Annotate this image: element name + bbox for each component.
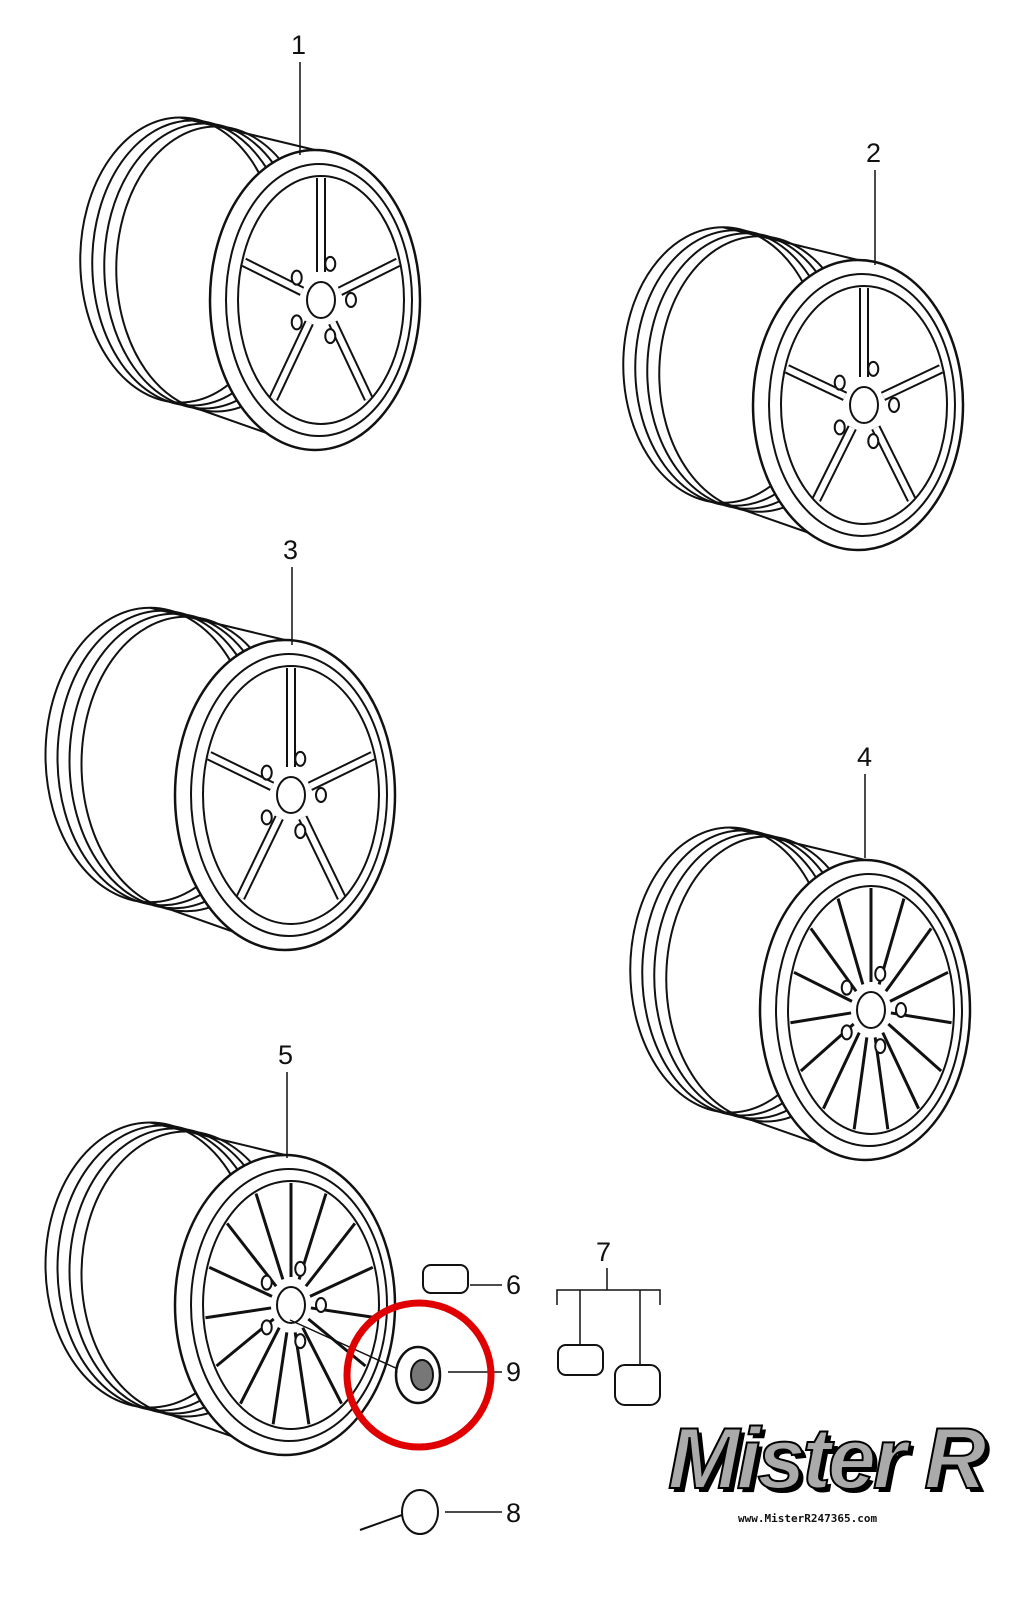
wheel-4-spoke (852, 1037, 869, 1130)
wheel-5-bolt-hole (315, 1297, 327, 1313)
wheel-1-rim (225, 163, 413, 437)
wheel-3-spoke (207, 753, 274, 790)
wheel-5-rim (202, 1180, 380, 1430)
wheel-2-bolt-hole (867, 360, 880, 377)
wheel-1-bolt-hole (290, 269, 303, 286)
wheel-2-bolt-hole (888, 397, 900, 413)
part-6-lug-bolt (422, 1264, 469, 1294)
wheel-4-barrel (729, 826, 866, 861)
wheel-3-rim (202, 665, 380, 925)
wheel-4-spoke (790, 1011, 852, 1025)
part-9-crest (410, 1359, 434, 1391)
wheel-5-bolt-hole (260, 1319, 273, 1336)
callout-9: 9 (506, 1357, 522, 1387)
wheel-1-barrel (179, 116, 316, 151)
wheel-3-bolt-hole (315, 787, 327, 803)
part-7-lock-key (614, 1364, 661, 1406)
wheel-5-spoke (307, 1317, 367, 1368)
wheel-1-spoke (330, 321, 372, 400)
wheel-3-spoke (308, 753, 375, 790)
wheel-5-rim (190, 1168, 388, 1442)
wheel-4-spoke (887, 1022, 943, 1073)
wheel-3-bolt-hole (294, 750, 307, 767)
wheel-3-bolt-hole (260, 764, 273, 781)
wheel-4-bolt-hole (895, 1002, 907, 1018)
wheel-5-barrel (149, 1121, 286, 1156)
callout-4: 4 (857, 742, 873, 772)
wheel-1-bolt-hole (290, 314, 303, 331)
wheel-5-bolt-hole (294, 1260, 307, 1277)
wheel-4-spoke (822, 1032, 861, 1110)
wheel-4-spoke (889, 970, 949, 1003)
wheel-2-bolt-hole (867, 433, 880, 450)
callout-8: 8 (506, 1498, 522, 1528)
part-8-valve-stem (359, 1514, 403, 1531)
wheel-3-rim (190, 653, 388, 937)
wheel-4-rim (787, 885, 955, 1135)
wheel-2-spoke (785, 366, 847, 400)
wheel-4-spoke (884, 927, 933, 993)
wheel-2-bolt-hole (833, 419, 846, 436)
wheel-5-spoke (309, 1265, 374, 1298)
wheel-2-spoke (813, 426, 855, 501)
wheel-3-spoke (237, 816, 282, 900)
wheel-2-bolt-hole (833, 374, 846, 391)
wheel-1-rim (237, 175, 405, 425)
leader-line (289, 1319, 401, 1371)
wheel-2-spoke (881, 366, 943, 400)
callout-3: 3 (283, 535, 299, 565)
wheel-4-rim (775, 873, 963, 1147)
wheel-1-bolt-hole (324, 328, 337, 345)
wheel-2-rim (768, 273, 956, 537)
callout-7: 7 (596, 1237, 612, 1267)
callout-2: 2 (866, 138, 882, 168)
wheel-5-spoke (304, 1222, 357, 1288)
wheel-2-hub (849, 386, 879, 424)
wheel-1-spoke (270, 321, 312, 400)
wheel-2-spoke (873, 426, 915, 501)
wheel-5-spoke (301, 1326, 343, 1405)
wheel-3-bolt-hole (294, 823, 307, 840)
watermark-logo: Mister R (667, 1410, 987, 1508)
wheel-2-barrel (722, 226, 859, 261)
wheel-5-spoke (208, 1265, 273, 1298)
wheel-5-bolt-hole (294, 1333, 307, 1350)
part-7-lock-bolt (557, 1344, 604, 1376)
wheel-1-bolt-hole (345, 292, 357, 308)
wheel-4-bolt-hole (874, 965, 887, 982)
watermark-url: www.MisterR247365.com (738, 1512, 878, 1525)
wheel-1-bolt-hole (324, 255, 337, 272)
callout-1: 1 (291, 30, 307, 60)
wheel-5-spoke (205, 1306, 272, 1320)
callout-5: 5 (278, 1040, 294, 1070)
wheel-5-spoke (239, 1326, 281, 1405)
wheel-2-rim (780, 285, 948, 525)
wheel-3-bolt-hole (260, 809, 273, 826)
wheel-3-barrel (149, 606, 286, 641)
wheel-1-spoke (338, 259, 400, 295)
wheel-1-hub (306, 281, 336, 319)
wheel-4-hub (856, 991, 886, 1029)
wheel-3-spoke (300, 816, 345, 900)
wheel-5-spoke (254, 1193, 285, 1280)
part-8-valve (401, 1489, 439, 1535)
wheel-5-hub (276, 1286, 306, 1324)
leader-bracket-7 (556, 1268, 661, 1365)
wheel-4-spoke (793, 970, 853, 1003)
wheel-4-bolt-hole (840, 1024, 853, 1041)
highlight-circle (343, 1299, 495, 1451)
callout-6: 6 (506, 1270, 522, 1300)
wheel-1-spoke (242, 259, 304, 295)
wheel-4-spoke (881, 1032, 920, 1110)
wheel-4-spoke (836, 898, 865, 985)
wheel-4-bolt-hole (840, 979, 853, 996)
wheel-3-hub (276, 776, 306, 814)
wheel-5-bolt-hole (260, 1274, 273, 1291)
wheel-5-spoke (271, 1332, 289, 1425)
wheel-4-bolt-hole (874, 1038, 887, 1055)
